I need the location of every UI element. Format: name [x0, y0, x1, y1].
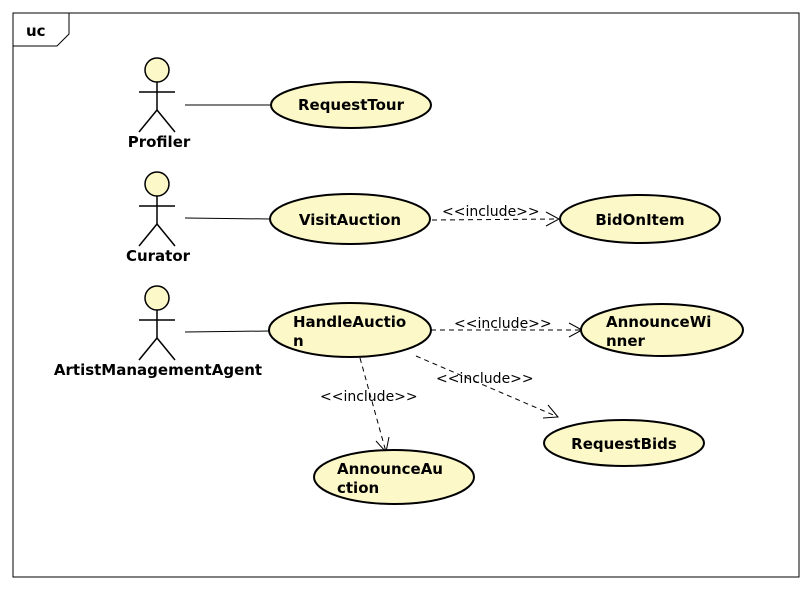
stick-figure-icon — [138, 57, 176, 133]
use-case-label: RequestTour — [298, 96, 405, 114]
use-case-label-line2: ction — [337, 479, 379, 497]
use-case-requestbids[interactable]: RequestBids — [543, 419, 705, 467]
include-visitauction-bidonitem: <<include>> — [431, 204, 561, 227]
stick-figure-icon — [138, 285, 176, 361]
include-label: <<include>> — [454, 316, 552, 332]
include-label: <<include>> — [442, 204, 540, 220]
include-handleauction-announceauction: <<include>> — [320, 357, 418, 454]
include-label: <<include>> — [436, 371, 534, 387]
frame-label: uc — [26, 22, 46, 40]
actor-artist-management-agent[interactable]: ArtistManagementAgent — [54, 285, 262, 379]
use-case-label-line1: AnnounceAu — [337, 460, 443, 478]
actor-profiler[interactable]: Profiler — [128, 57, 191, 151]
diagram-frame: uc — [12, 12, 800, 578]
actor-label: Profiler — [128, 133, 191, 151]
actor-label: ArtistManagementAgent — [54, 361, 262, 379]
actor-curator[interactable]: Curator — [126, 171, 191, 265]
use-case-label-line1: HandleAuctio — [293, 313, 406, 331]
use-case-label: BidOnItem — [595, 211, 684, 229]
include-label: <<include>> — [320, 389, 418, 405]
stick-figure-icon — [138, 171, 176, 247]
use-case-requesttour[interactable]: RequestTour — [270, 81, 432, 129]
include-handleauction-announcewinner: <<include>> — [431, 316, 584, 338]
use-case-label-line2: nner — [606, 332, 646, 350]
use-case-label: RequestBids — [571, 435, 677, 453]
association-curator-visitauction — [184, 217, 271, 220]
use-case-announceauction[interactable]: AnnounceAu ction — [313, 449, 475, 505]
use-case-label-line2: n — [293, 332, 304, 350]
include-handleauction-requestbids: <<include>> — [415, 355, 560, 419]
use-case-bidonitem[interactable]: BidOnItem — [559, 194, 721, 244]
use-case-announcewinner[interactable]: AnnounceWi nner — [580, 303, 744, 357]
actor-label: Curator — [126, 247, 191, 265]
use-case-handleauction[interactable]: HandleAuctio n — [268, 302, 432, 358]
use-case-visitauction[interactable]: VisitAuction — [269, 193, 431, 245]
associations — [184, 104, 271, 333]
include-relations: <<include>> <<include>> <<include>> <<in… — [320, 204, 584, 454]
association-agent-handleauction — [184, 330, 271, 333]
use-case-label-line1: AnnounceWi — [606, 313, 711, 331]
use-case-label: VisitAuction — [299, 211, 401, 229]
